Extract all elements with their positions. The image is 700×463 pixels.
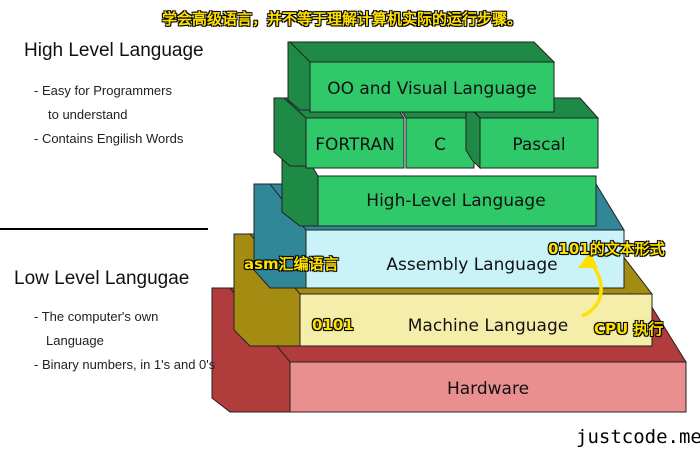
low-level-bullet-2: Language [46,333,104,348]
cpu-annotation: CPU 执行 [594,320,664,338]
low-level-bullet-3: - Binary numbers, in 1's and 0's [34,357,216,372]
binary-annotation: 0101 [312,316,354,334]
fortran-label: FORTRAN [315,135,395,155]
low-level-bullets: - The computer's own Language - Binary n… [34,305,215,377]
assembly-language-label: Assembly Language [386,255,557,275]
high-level-title: High Level Language [24,40,204,61]
text-form-annotation: 0101的文本形式 [548,240,665,258]
curved-arrow [578,252,603,318]
machine-language-label: Machine Language [408,316,568,336]
asm-annotation: asm汇编语言 [244,255,339,273]
watermark: justcode.me [576,426,700,448]
high-level-bullets: - Easy for Programmers to understand - C… [34,79,183,151]
level-divider-line [0,228,208,230]
oo-visual-language-block: OO and Visual Language [287,41,556,113]
low-level-title: Low Level Langugae [14,268,190,289]
hardware-label: Hardware [447,379,529,399]
high-level-bullet-3: - Contains Engilish Words [34,131,184,146]
high-level-language-label: High-Level Language [366,191,545,211]
top-annotation: 学会高级语言，并不等于理解计算机实际的运行步骤。 [162,10,523,28]
pascal-label: Pascal [512,135,565,155]
oo-visual-language-label: OO and Visual Language [327,79,537,99]
high-level-bullet-2: to understand [48,107,128,122]
high-level-bullet-1: - Easy for Programmers [34,83,172,98]
c-label: C [434,135,446,155]
low-level-bullet-1: - The computer's own [34,309,159,324]
